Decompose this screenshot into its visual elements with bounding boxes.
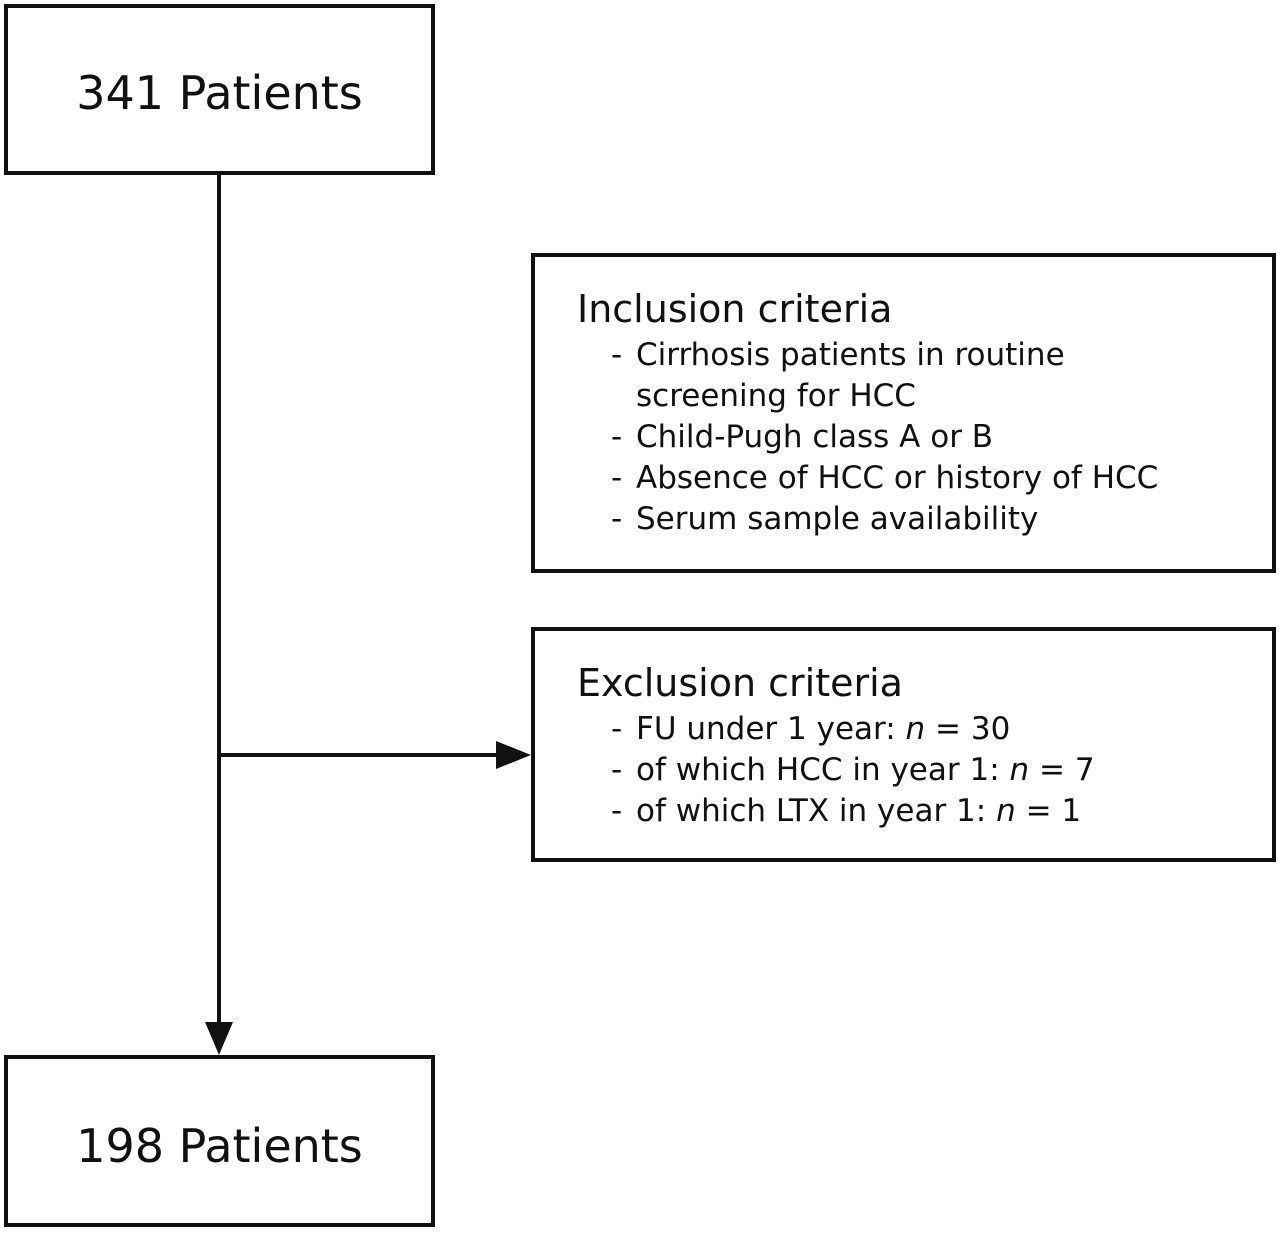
exclusion-list: FU under 1 year: n = 30 of which HCC in …	[611, 709, 1095, 832]
exclusion-heading: Exclusion criteria	[577, 661, 903, 705]
exclusion-criteria-box: Exclusion criteria FU under 1 year: n = …	[531, 627, 1276, 862]
inclusion-item: Child-Pugh class A or B	[611, 417, 1158, 458]
inclusion-heading: Inclusion criteria	[577, 287, 893, 331]
start-patients-box: 341 Patients	[4, 4, 435, 175]
exclusion-item: of which LTX in year 1: n = 1	[611, 791, 1095, 832]
start-patients-count: 341 Patients	[76, 66, 363, 120]
inclusion-criteria-box: Inclusion criteria Cirrhosis patients in…	[531, 253, 1276, 573]
down-arrowhead-icon	[205, 1022, 233, 1055]
final-patients-box: 198 Patients	[4, 1055, 435, 1227]
exclusion-item: FU under 1 year: n = 30	[611, 709, 1095, 750]
exclusion-item: of which HCC in year 1: n = 7	[611, 750, 1095, 791]
final-patients-count: 198 Patients	[76, 1119, 363, 1173]
inclusion-item: Serum sample availability	[611, 499, 1158, 540]
inclusion-item: Absence of HCC or history of HCC	[611, 458, 1158, 499]
inclusion-item: Cirrhosis patients in routine screening …	[611, 335, 1106, 417]
inclusion-list: Cirrhosis patients in routine screening …	[611, 335, 1158, 540]
right-arrowhead-icon	[496, 741, 531, 769]
